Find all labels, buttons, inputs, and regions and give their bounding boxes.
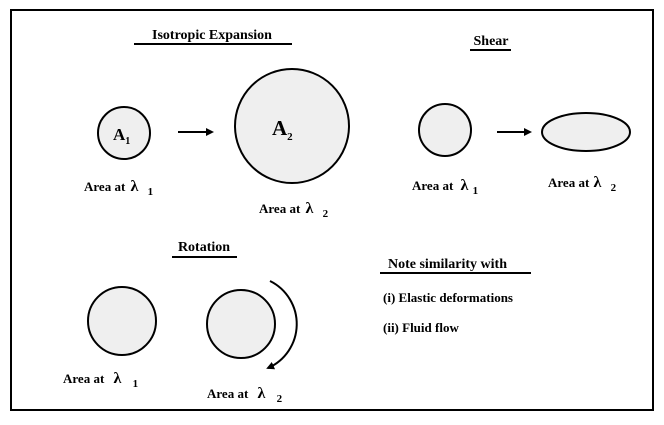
rotation-initial-circle <box>87 286 157 356</box>
curved-rotation-arrow-icon <box>266 280 298 370</box>
isotropic-caption-lambda2: Area at λ 2 <box>259 200 329 220</box>
area-a1-circle <box>97 106 151 160</box>
isotropic-heading: Isotropic Expansion <box>152 28 272 43</box>
rotation-panel: Rotation Area at λ 1 Area at λ 2 <box>63 240 298 405</box>
area-a2-circle <box>234 68 350 184</box>
rotation-caption-lambda1: Area at λ 1 <box>63 370 138 390</box>
shear-ellipse <box>541 112 631 152</box>
note-item-elastic: (i) Elastic deformations <box>383 290 513 305</box>
note-item-fluid: (ii) Fluid flow <box>383 320 459 335</box>
shear-panel: Shear Area at λ 1 Area at λ 2 <box>412 34 631 197</box>
shear-initial-circle <box>418 103 472 157</box>
area-a1-label: A1 <box>113 125 130 147</box>
shear-caption-lambda1: Area at λ 1 <box>412 177 478 197</box>
area-a2-label: A2 <box>272 116 293 143</box>
isotropic-expansion-panel: Isotropic Expansion A1 A2 Area at λ 1 Ar… <box>84 28 350 220</box>
isotropic-caption-lambda1: Area at λ 1 <box>84 178 153 198</box>
rotation-heading: Rotation <box>178 240 230 255</box>
note-heading: Note similarity with <box>388 257 507 272</box>
rotation-rotated-circle <box>206 289 276 359</box>
note-panel: Note similarity with (i) Elastic deforma… <box>380 257 531 335</box>
shear-caption-lambda2: Area at λ 2 <box>548 174 617 194</box>
shear-heading: Shear <box>474 34 509 49</box>
rotation-caption-lambda2: Area at λ 2 <box>207 385 283 405</box>
